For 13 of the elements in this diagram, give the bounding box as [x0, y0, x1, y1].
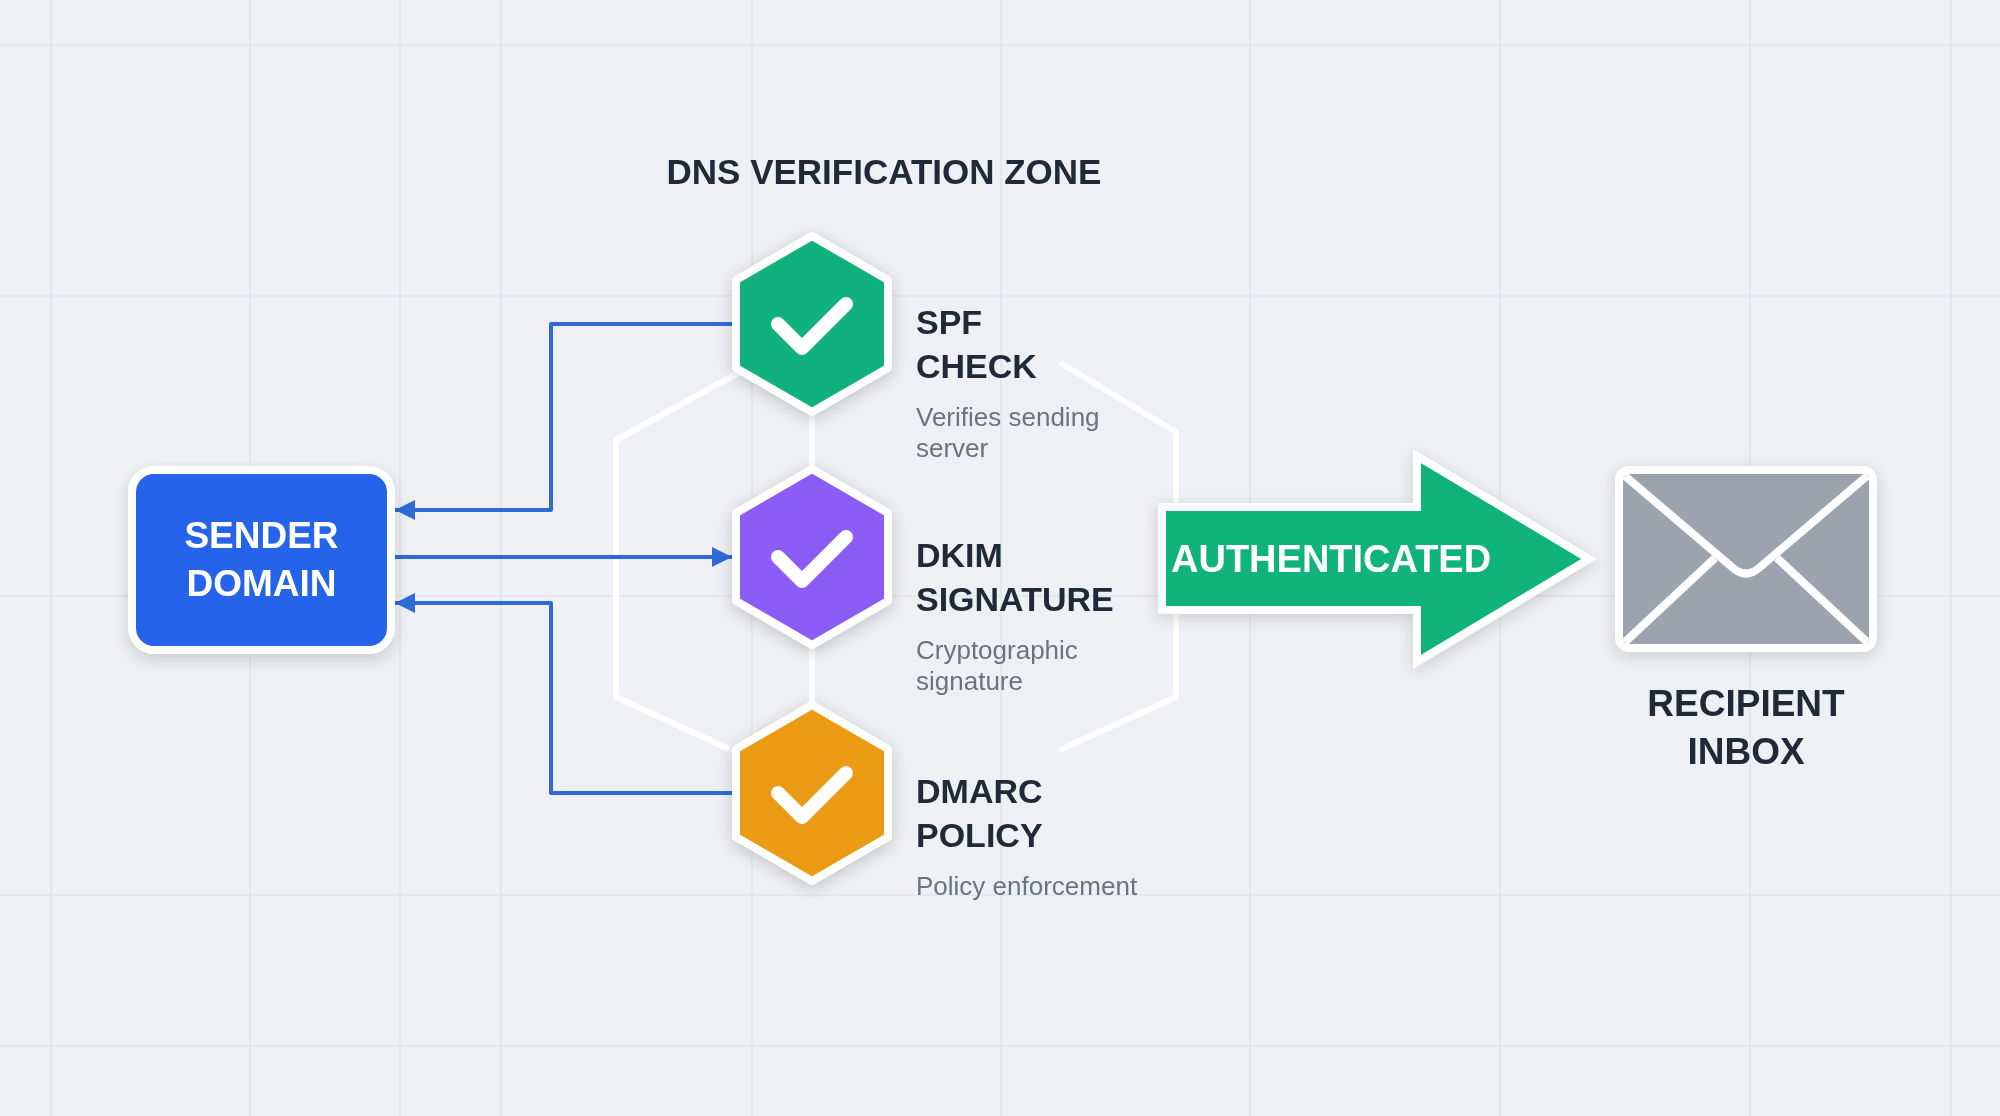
arrow-label: AUTHENTICATED: [1171, 537, 1491, 582]
node-title: SPF CHECK: [916, 302, 1038, 387]
process-box: SENDER DOMAIN: [128, 466, 395, 654]
node-description: Verifies sending server: [916, 402, 1101, 464]
node-title: DKIM SIGNATURE: [916, 535, 1115, 620]
zone-title: DNS VERIFICATION ZONE: [665, 152, 1103, 192]
connector-arrow: [395, 593, 732, 795]
node-description: Policy enforcement: [916, 871, 1139, 902]
node-description: Cryptographic signature: [916, 635, 1079, 697]
node-label: RECIPIENT INBOX: [1646, 682, 1846, 774]
node-title: DMARC POLICY: [916, 771, 1044, 856]
connector-arrow: [395, 547, 732, 567]
connector-arrow: [395, 322, 732, 520]
